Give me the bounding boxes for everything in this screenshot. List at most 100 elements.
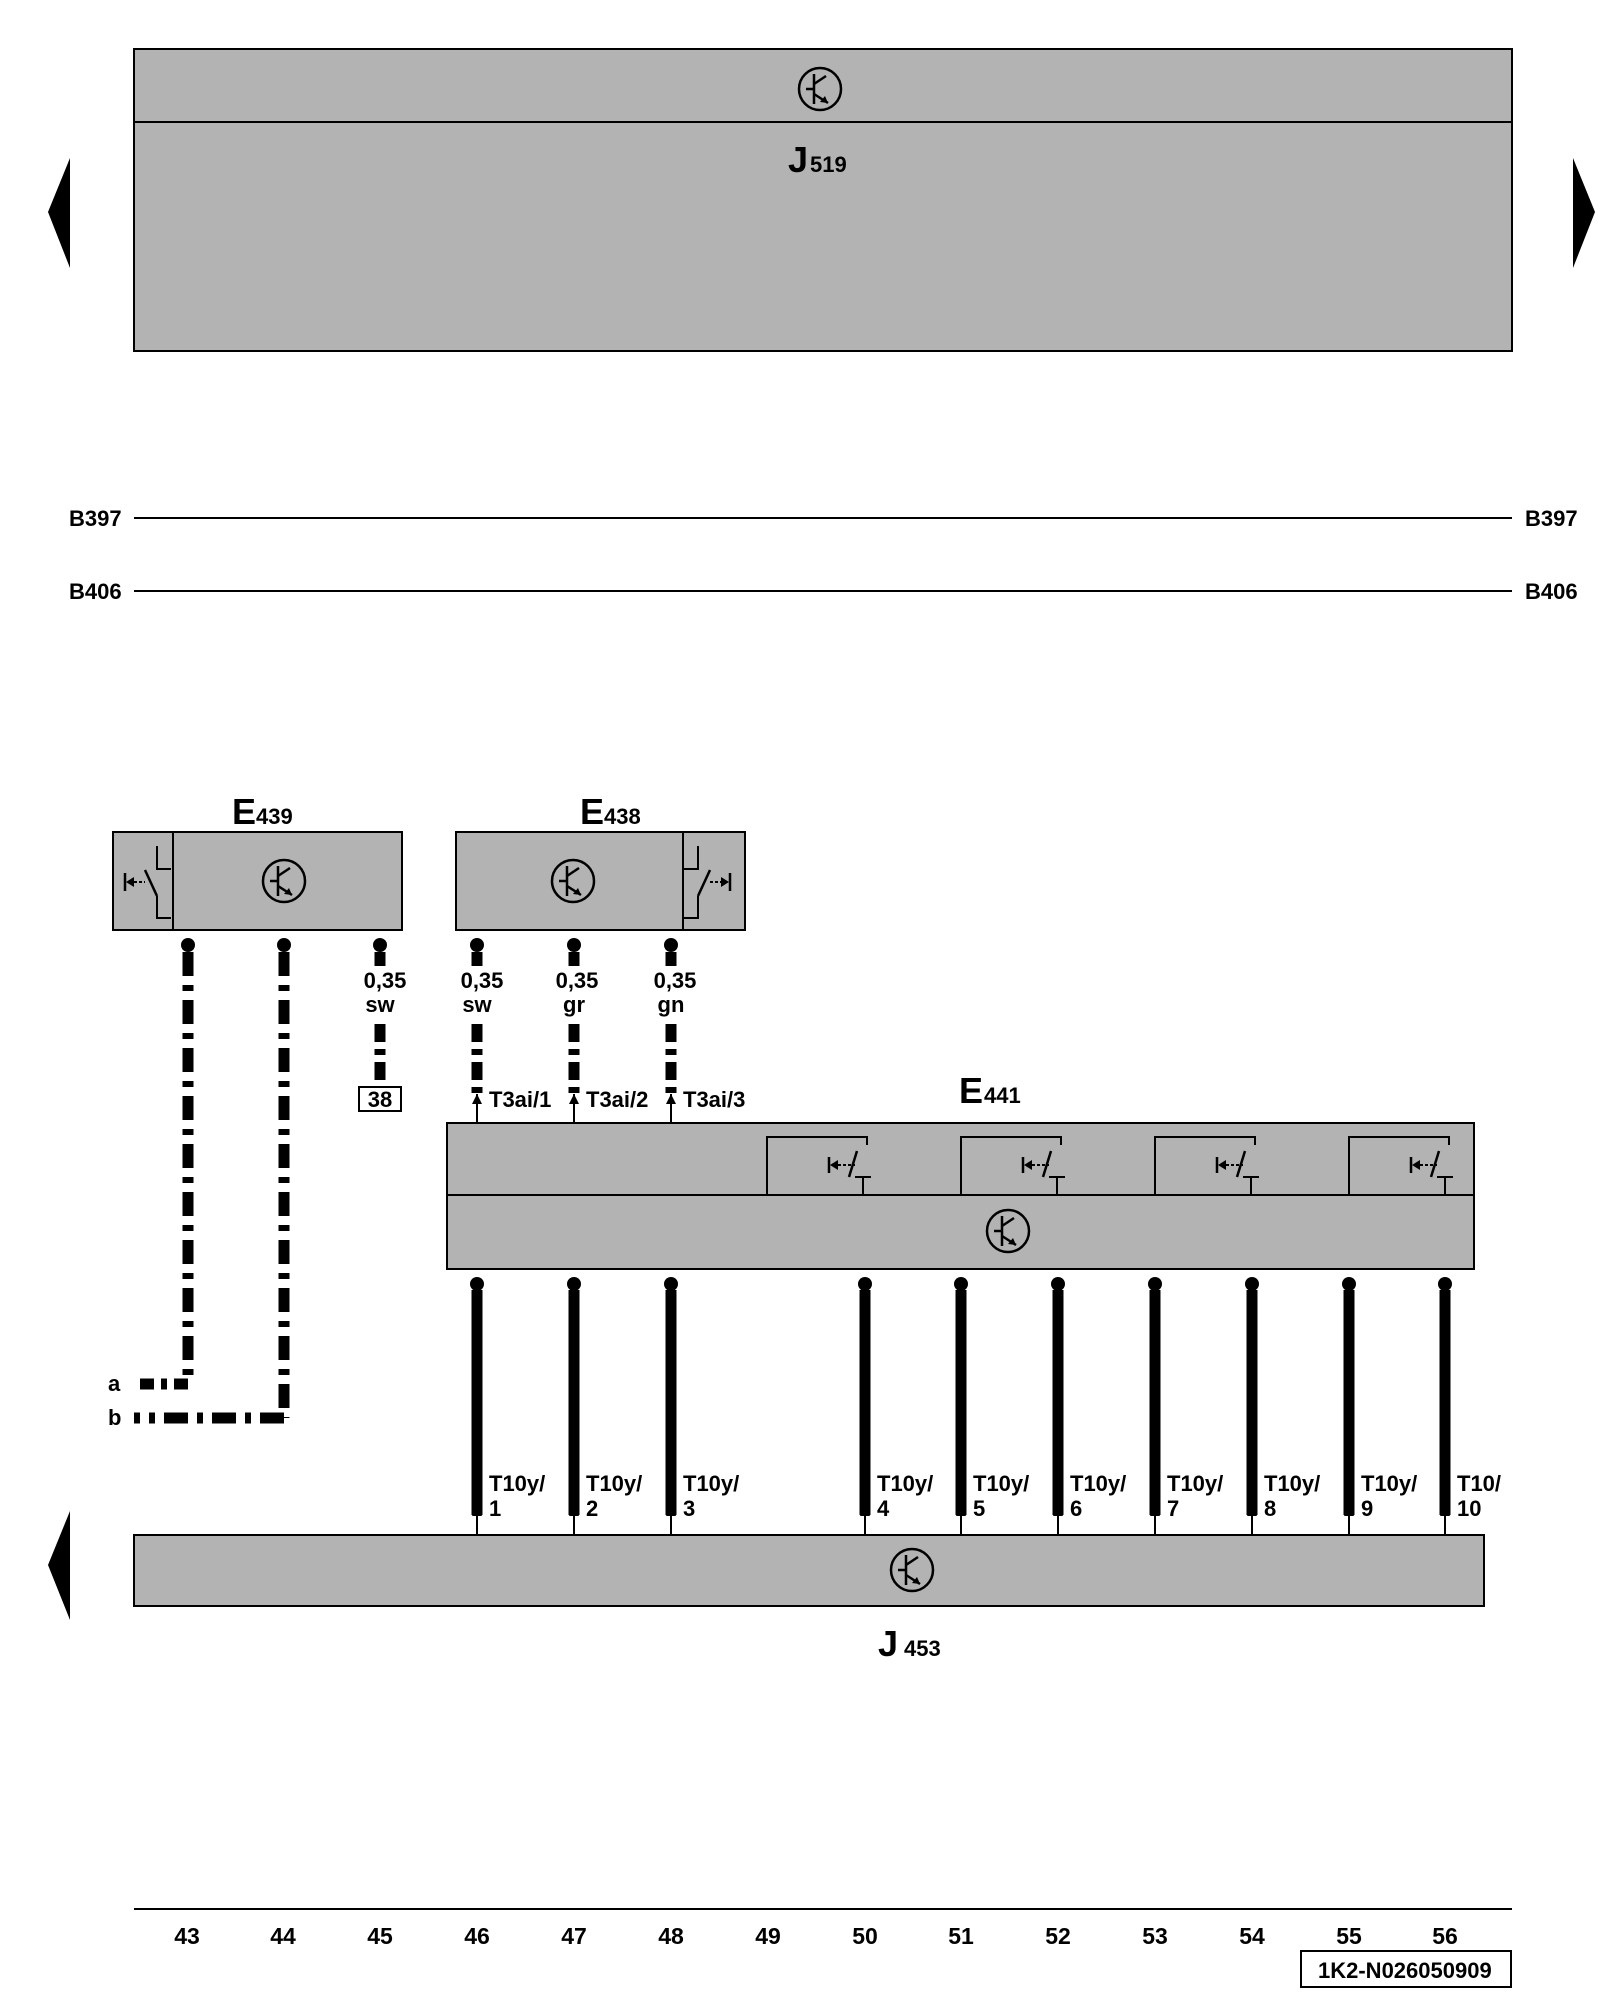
connector-label: T10/ bbox=[1457, 1471, 1501, 1496]
control-unit-icon bbox=[797, 66, 843, 112]
wire-e438-pin1: 0,35 sw T3ai/1 bbox=[461, 938, 551, 1195]
module-e439-number: 439 bbox=[256, 804, 293, 829]
module-e441: E 441 bbox=[446, 1070, 1475, 1270]
connector-pin-number: 1 bbox=[489, 1496, 501, 1521]
wire-e439-b: b bbox=[108, 938, 291, 1430]
control-unit-icon bbox=[889, 1547, 935, 1593]
switch-group-3 bbox=[1154, 1136, 1259, 1195]
wire-t10y-7: T10y/7 bbox=[1148, 1277, 1223, 1535]
column-number: 46 bbox=[464, 1923, 490, 1949]
reference-38-label: 38 bbox=[368, 1087, 392, 1112]
bus-label-right: B406 bbox=[1525, 579, 1578, 604]
wire-t10y-10: T10/10 bbox=[1438, 1277, 1501, 1535]
module-j519-number: 519 bbox=[810, 152, 847, 177]
switch-icon bbox=[1021, 1150, 1065, 1195]
bus-label-left: B406 bbox=[69, 579, 122, 604]
wire-size: 0,35 bbox=[461, 968, 504, 993]
bus-label-right: B397 bbox=[1525, 506, 1578, 531]
connector-label: T10y/ bbox=[683, 1471, 739, 1496]
bus-line-b406: B406 B406 bbox=[69, 579, 1578, 604]
connector-pin-number: 7 bbox=[1167, 1496, 1179, 1521]
column-number: 50 bbox=[852, 1923, 878, 1949]
control-unit-icon bbox=[985, 1208, 1031, 1254]
wire-t10y-1: T10y/1 bbox=[470, 1277, 545, 1535]
column-number: 47 bbox=[561, 1923, 587, 1949]
switch-group-4 bbox=[1348, 1136, 1453, 1195]
wire-ref-a: a bbox=[108, 1371, 121, 1396]
module-e441-number: 441 bbox=[984, 1083, 1021, 1108]
connector-label: T3ai/3 bbox=[683, 1087, 745, 1112]
wire-color: gr bbox=[563, 992, 585, 1017]
wire-color: gn bbox=[658, 992, 685, 1017]
connector-label: T10y/ bbox=[1264, 1471, 1320, 1496]
next-page-arrow-icon[interactable] bbox=[1573, 158, 1595, 268]
wire-e439-38: 0,35 sw 38 bbox=[358, 938, 407, 1112]
column-number: 56 bbox=[1432, 1923, 1458, 1949]
column-number: 48 bbox=[658, 1923, 684, 1949]
connector-label: T3ai/2 bbox=[586, 1087, 648, 1112]
column-number: 53 bbox=[1142, 1923, 1168, 1949]
column-number: 51 bbox=[948, 1923, 974, 1949]
module-e438-letter: E bbox=[580, 791, 604, 832]
module-j453: J 453 bbox=[133, 1534, 1485, 1664]
wire-t10y-4: T10y/4 bbox=[858, 1277, 933, 1535]
column-number: 49 bbox=[755, 1923, 781, 1949]
wire-size: 0,35 bbox=[654, 968, 697, 993]
column-number: 54 bbox=[1239, 1923, 1265, 1949]
connector-pin-number: 8 bbox=[1264, 1496, 1276, 1521]
connector-pin-number: 5 bbox=[973, 1496, 985, 1521]
bus-label-left: B397 bbox=[69, 506, 122, 531]
connector-label: T10y/ bbox=[586, 1471, 642, 1496]
module-e441-letter: E bbox=[959, 1070, 983, 1111]
module-j519: J 519 bbox=[133, 48, 1513, 352]
connector-label: T10y/ bbox=[877, 1471, 933, 1496]
wire-t10y-2: T10y/2 bbox=[567, 1277, 642, 1535]
column-number: 45 bbox=[367, 1923, 393, 1949]
wire-size: 0,35 bbox=[364, 968, 407, 993]
connector-pin-number: 2 bbox=[586, 1496, 598, 1521]
switch-icon bbox=[1215, 1150, 1259, 1195]
module-j453-letter: J bbox=[878, 1623, 898, 1664]
connector-pin-number: 10 bbox=[1457, 1496, 1481, 1521]
connector-pin-number: 9 bbox=[1361, 1496, 1373, 1521]
column-number: 52 bbox=[1045, 1923, 1071, 1949]
connector-label: T3ai/1 bbox=[489, 1087, 551, 1112]
wire-color: sw bbox=[462, 992, 492, 1017]
connector-pin-number: 3 bbox=[683, 1496, 695, 1521]
previous-page-arrow-icon[interactable] bbox=[48, 158, 70, 268]
connector-pin-number: 6 bbox=[1070, 1496, 1082, 1521]
connector-label: T10y/ bbox=[1361, 1471, 1417, 1496]
switch-group-2 bbox=[960, 1136, 1065, 1195]
column-number: 44 bbox=[270, 1923, 296, 1949]
wire-color: sw bbox=[365, 992, 395, 1017]
wire-ref-b: b bbox=[108, 1405, 121, 1430]
switch-group-1 bbox=[766, 1136, 871, 1195]
diagram-code: 1K2-N026050909 bbox=[1318, 1958, 1492, 1983]
wire-size: 0,35 bbox=[556, 968, 599, 993]
wire-t10y-8: T10y/8 bbox=[1245, 1277, 1320, 1535]
module-j519-letter: J bbox=[788, 139, 808, 180]
module-e439: E 439 bbox=[112, 791, 403, 931]
wire-e438-pin3: 0,35 gn T3ai/3 bbox=[654, 938, 745, 1195]
wire-t10y-3: T10y/3 bbox=[664, 1277, 739, 1535]
wire-t10y-9: T10y/9 bbox=[1342, 1277, 1417, 1535]
column-number: 55 bbox=[1336, 1923, 1362, 1949]
previous-page-arrow-bottom-icon[interactable] bbox=[48, 1511, 70, 1620]
connector-label: T10y/ bbox=[973, 1471, 1029, 1496]
connector-label: T10y/ bbox=[489, 1471, 545, 1496]
wires-e441-j453: T10y/1T10y/2T10y/3T10y/4T10y/5T10y/6T10y… bbox=[470, 1277, 1501, 1535]
module-e438: E 438 bbox=[455, 791, 746, 931]
switch-icon bbox=[123, 846, 171, 919]
module-e439-letter: E bbox=[232, 791, 256, 832]
connector-label: T10y/ bbox=[1167, 1471, 1223, 1496]
wire-t10y-6: T10y/6 bbox=[1051, 1277, 1126, 1535]
diagram-code-box: 1K2-N026050909 bbox=[1300, 1950, 1512, 1988]
module-e438-number: 438 bbox=[604, 804, 641, 829]
wire-e438-pin2: 0,35 gr T3ai/2 bbox=[556, 938, 648, 1195]
control-unit-icon bbox=[261, 858, 307, 904]
reference-box-38[interactable] bbox=[358, 1086, 402, 1112]
wire-e439-a: a bbox=[108, 938, 195, 1396]
connector-pin-number: 4 bbox=[877, 1496, 890, 1521]
wire-t10y-5: T10y/5 bbox=[954, 1277, 1029, 1535]
